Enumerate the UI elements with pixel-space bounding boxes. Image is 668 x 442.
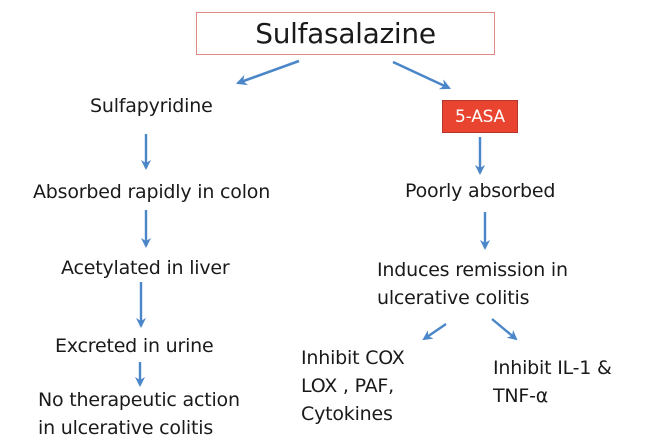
- node-induces-remission-line2: ulcerative colitis: [377, 287, 530, 309]
- node-poorly-absorbed: Poorly absorbed: [405, 180, 556, 202]
- title-box: Sulfasalazine: [196, 12, 495, 55]
- node-5-asa-box: 5-ASA: [442, 100, 518, 133]
- node-inhibit-il1-line1: Inhibit IL-1 &: [493, 357, 612, 379]
- diagram-title: Sulfasalazine: [255, 16, 436, 50]
- node-inhibit-cox-line1: Inhibit COX: [301, 347, 405, 369]
- arrow-title-to-5-asa: [392, 60, 451, 90]
- node-inhibit-il1-line2: TNF-α: [493, 385, 549, 407]
- node-absorbed-rapidly: Absorbed rapidly in colon: [33, 181, 271, 203]
- arrow-remission-to-il1: [491, 318, 518, 341]
- arrow-title-to-sulfapyridine: [235, 59, 300, 86]
- node-no-therapeutic-action-line1: No therapeutic action: [38, 389, 240, 411]
- node-induces-remission-line1: Induces remission in: [377, 259, 568, 281]
- node-sulfapyridine: Sulfapyridine: [90, 95, 213, 117]
- node-acetylated-in-liver: Acetylated in liver: [61, 257, 230, 279]
- node-no-therapeutic-action-line2: in ulcerative colitis: [38, 417, 214, 439]
- node-inhibit-cox-line2: LOX , PAF,: [301, 375, 394, 397]
- node-excreted-in-urine: Excreted in urine: [55, 335, 214, 357]
- node-inhibit-cox-line3: Cytokines: [301, 403, 393, 425]
- node-5-asa: 5-ASA: [455, 106, 505, 127]
- arrow-remission-to-cox: [422, 323, 447, 341]
